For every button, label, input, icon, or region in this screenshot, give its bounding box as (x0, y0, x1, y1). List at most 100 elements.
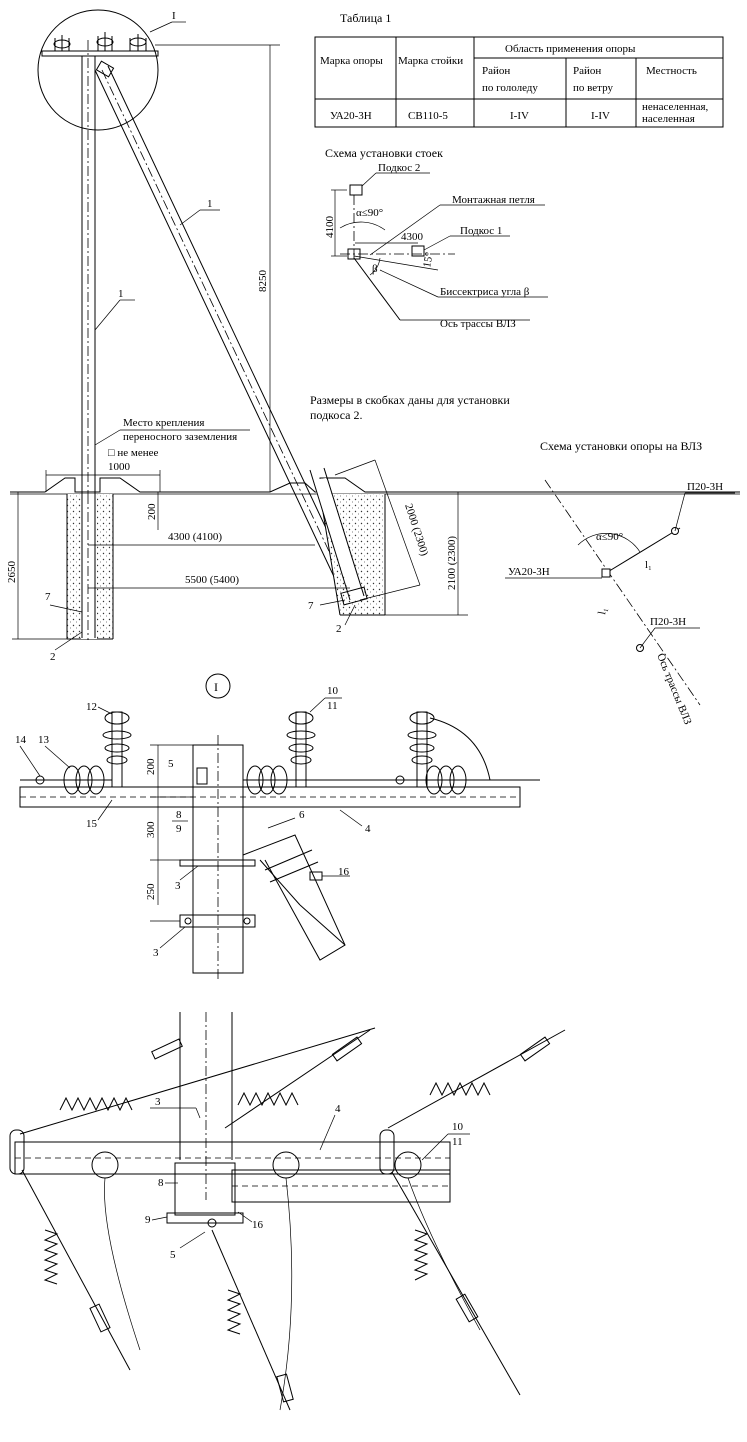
node-pos-14: 14 (15, 734, 27, 746)
line-axis-label: Ось трассы ВЛЗ (654, 652, 694, 727)
loop-label: Монтажная петля (452, 194, 535, 206)
node-pos-11: 11 (327, 700, 338, 712)
elev-dim-200: 200 (146, 503, 158, 520)
plan-pos-3: 3 (155, 1096, 161, 1108)
header-ice-2: по гололеду (482, 82, 538, 94)
elevation-view: I 1 1 (6, 9, 740, 663)
node-pos-4: 4 (365, 823, 371, 835)
pin-insulator-left (102, 711, 132, 788)
brace2-symbol (349, 184, 363, 196)
brace1-symbol (411, 245, 425, 257)
header-wind-2: по ветру (573, 82, 613, 94)
cell-terrain-2: населенная (642, 113, 695, 125)
header-ice-1: Район (482, 65, 510, 77)
elev-pos-1b: 1 (207, 198, 213, 210)
note-line-1: Размеры в скобках даны для установки (310, 393, 510, 407)
elev-pos-7a: 7 (45, 591, 51, 603)
plan-pos-5: 5 (170, 1249, 176, 1261)
pin-insulator-center (286, 711, 316, 788)
line-scheme: Схема установки опоры на ВЛЗ П20-3Н УА20… (505, 439, 735, 727)
line-support-bottom: П20-3Н (650, 616, 686, 628)
elev-dim-8250: 8250 (257, 270, 269, 293)
cell-wind: I-IV (591, 110, 610, 122)
racks-dim-4300: 4300 (401, 231, 424, 243)
line-l1-top: l₁ (645, 559, 652, 571)
racks-axis-label: Ось трассы ВЛЗ (440, 318, 516, 330)
elev-dim-4300: 4300 (4100) (168, 531, 222, 543)
node-pos-16: 16 (338, 866, 350, 878)
node-pos-3b: 3 (153, 947, 159, 959)
header-wind-1: Район (573, 65, 601, 77)
node-dim-250: 250 (145, 883, 157, 900)
pin-insulator-right (407, 711, 437, 788)
node-pos-13: 13 (38, 734, 50, 746)
racks-dim-4100: 4100 (324, 216, 336, 239)
brace-bottom-edge (107, 65, 359, 597)
plan-view: 3 4 8 9 5 16 10 11 (9, 1012, 566, 1411)
node-pos-10: 10 (327, 685, 339, 697)
node-pos-5: 5 (168, 758, 174, 770)
node-marker-label: I (214, 680, 218, 694)
line-scheme-title: Схема установки опоры на ВЛЗ (540, 439, 702, 453)
brace1-label: Подкос 1 (460, 225, 502, 237)
node-pos-9: 9 (176, 823, 182, 835)
racks-angle-15: 15° (421, 251, 435, 268)
node-pos-8: 8 (176, 809, 182, 821)
min-text: □ не менее (108, 447, 159, 459)
header-brand: Марка опоры (320, 55, 383, 67)
node-marker-circle (205, 673, 231, 699)
elev-dim-2650: 2650 (6, 561, 18, 584)
elev-pos-1a: 1 (118, 288, 124, 300)
elev-dim-1000: 1000 (108, 461, 131, 473)
line-l1-bottom: l₁ (596, 606, 609, 615)
table-caption: Таблица 1 (340, 11, 391, 25)
node-dim-200: 200 (145, 758, 157, 775)
ground-line (10, 477, 740, 493)
spec-table: Таблица 1 Марка опоры Марка стойки Облас… (314, 11, 724, 128)
note-line-2: подкоса 2. (310, 408, 363, 422)
node-pos-15: 15 (86, 818, 98, 830)
detail-circle-label: I (172, 10, 176, 22)
suspension-insulator-right (395, 717, 540, 795)
detail-circle (37, 9, 159, 131)
node-pos-12: 12 (86, 701, 97, 713)
header-rack: Марка стойки (398, 55, 463, 67)
line-support-mid: УА20-3Н (508, 566, 550, 578)
header-terrain: Местность (646, 65, 697, 77)
suspension-insulator-left (20, 765, 112, 795)
elev-dim-5500: 5500 (5400) (185, 574, 239, 586)
racks-scheme-title: Схема установки стоек (325, 146, 443, 160)
plan-pos-11: 11 (452, 1136, 463, 1148)
node-pos-3a: 3 (175, 880, 181, 892)
elev-pos-2a: 2 (50, 651, 56, 663)
cell-terrain-1: ненаселенная, (642, 101, 709, 113)
ground-label-1: Место крепления (123, 417, 204, 429)
cell-brand: УА20-3Н (330, 110, 372, 122)
brace-top-edge (94, 69, 346, 601)
node-pos-6: 6 (299, 809, 305, 821)
cell-rack: СВ110-5 (408, 110, 448, 122)
ground-label-2: переносного заземления (123, 431, 237, 443)
support-mid-marker (601, 568, 611, 578)
plan-pos-16: 16 (252, 1219, 264, 1231)
header-area: Область применения опоры (505, 43, 636, 55)
plan-pos-4: 4 (335, 1103, 341, 1115)
bisector-label: Биссектриса угла β (440, 286, 530, 298)
node-dim-300: 300 (145, 821, 157, 838)
plan-pos-10: 10 (452, 1121, 464, 1133)
racks-alpha: α≤90° (356, 207, 383, 219)
plan-pos-8: 8 (158, 1177, 164, 1189)
line-alpha: α≤90° (596, 531, 623, 543)
elev-dim-2000: 2000 (2300) (402, 502, 430, 557)
suspension-insulator-center (243, 765, 400, 795)
brace2-label: Подкос 2 (378, 162, 420, 174)
elev-pos-2b: 2 (336, 623, 342, 635)
elev-pos-7b: 7 (308, 600, 314, 612)
racks-beta: β (372, 263, 378, 275)
cell-ice: I-IV (510, 110, 529, 122)
elev-dim-2100: 2100 (2300) (446, 536, 458, 590)
node-detail: I (15, 673, 540, 980)
plan-pos-9: 9 (145, 1214, 151, 1226)
line-support-top: П20-3Н (687, 481, 723, 493)
